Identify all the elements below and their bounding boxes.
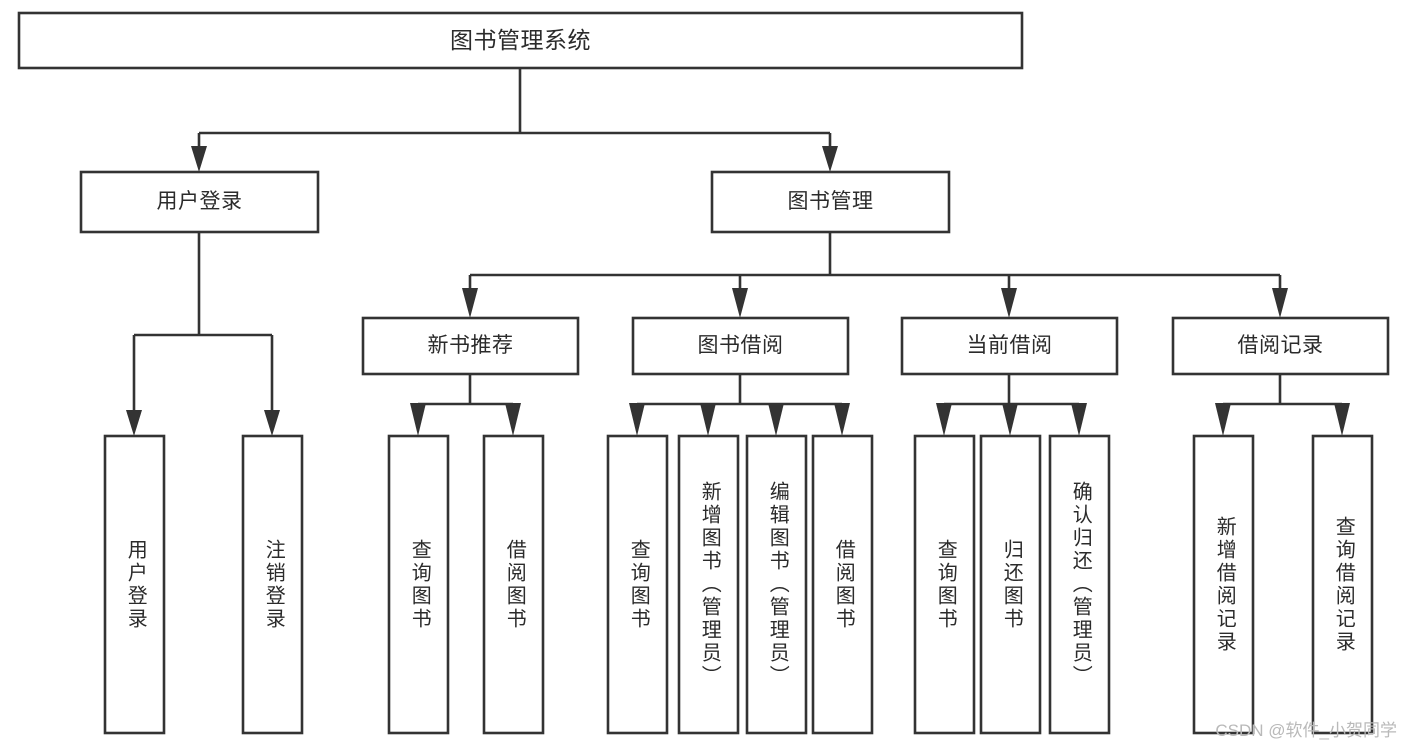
node-box-leaf-1[interactable]: [103, 434, 166, 735]
arrow-head-leaf-5: [629, 403, 645, 436]
arrow-head-leaf-1: [126, 410, 142, 436]
arrow-head-book-borrow: [732, 288, 748, 318]
node-box-leaf-2[interactable]: [241, 434, 304, 735]
arrow-head-leaf-11: [1071, 403, 1087, 436]
arrow-head-leaf-13: [1334, 403, 1350, 436]
node-box-leaf-11[interactable]: [1048, 434, 1111, 735]
node-box-leaf-5[interactable]: [606, 434, 669, 735]
node-box-leaf-3[interactable]: [387, 434, 450, 735]
node-box-user-login[interactable]: [79, 170, 320, 234]
arrow-head-leaf-8: [834, 403, 850, 436]
arrow-head-current-borrow: [1001, 288, 1017, 318]
node-box-leaf-8[interactable]: [811, 434, 874, 735]
arrow-head-user-login: [191, 146, 207, 172]
arrow-head-leaf-10: [1002, 403, 1018, 436]
arrow-head-leaf-3: [410, 403, 426, 436]
node-box-root[interactable]: [17, 11, 1024, 70]
node-box-borrow-record[interactable]: [1171, 316, 1390, 376]
node-box-leaf-10[interactable]: [979, 434, 1042, 735]
node-box-layer: [17, 11, 1390, 735]
node-box-leaf-13[interactable]: [1311, 434, 1374, 735]
arrow-head-leaf-2: [264, 410, 280, 436]
node-box-book-mgmt[interactable]: [710, 170, 951, 234]
arrow-head-leaf-7: [768, 403, 784, 436]
node-box-leaf-7[interactable]: [745, 434, 808, 735]
arrow-head-new-book-rec: [462, 288, 478, 318]
node-box-leaf-4[interactable]: [482, 434, 545, 735]
node-box-leaf-6[interactable]: [677, 434, 740, 735]
node-box-current-borrow[interactable]: [900, 316, 1119, 376]
arrow-head-leaf-12: [1215, 403, 1231, 436]
node-box-leaf-9[interactable]: [913, 434, 976, 735]
node-box-book-borrow[interactable]: [631, 316, 850, 376]
arrow-head-book-mgmt: [822, 146, 838, 172]
connector-layer: [126, 68, 1350, 436]
node-box-leaf-12[interactable]: [1192, 434, 1255, 735]
arrow-head-borrow-record: [1272, 288, 1288, 318]
arrow-head-leaf-6: [700, 403, 716, 436]
node-box-new-book-rec[interactable]: [361, 316, 580, 376]
arrow-head-leaf-9: [936, 403, 952, 436]
arrow-head-leaf-4: [505, 403, 521, 436]
